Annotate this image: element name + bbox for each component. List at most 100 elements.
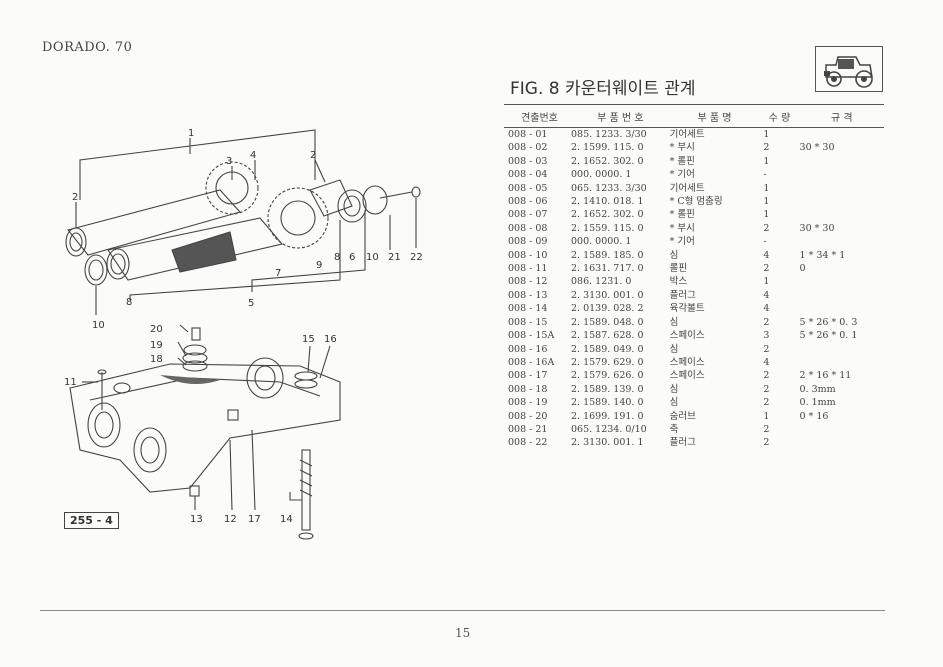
- cell-part-number: 2. 1579. 629. 0: [570, 356, 644, 368]
- cell-ref-number: 008 - 18: [508, 383, 548, 395]
- cell-part-name: * 부시: [669, 222, 695, 234]
- cell-ref-number: 008 - 07: [508, 209, 548, 221]
- callout-label: 11: [64, 377, 77, 388]
- callout-label: 9: [316, 260, 322, 271]
- cell-quantity: 1: [763, 196, 770, 208]
- cell-ref-number: 008 - 02: [508, 142, 548, 154]
- cell-quantity: 2: [763, 263, 770, 275]
- cell-spec: 30 * 30: [799, 142, 835, 154]
- cell-spec: [800, 168, 884, 181]
- cell-part-number: 086. 1231. 0: [570, 276, 632, 288]
- callout-label: 8: [126, 297, 132, 308]
- cell-quantity: 4: [763, 289, 770, 301]
- cell-spec: 0. 3mm: [799, 383, 836, 395]
- cell-part-name: 기어세트: [669, 182, 705, 194]
- cell-quantity: 1: [763, 410, 770, 422]
- cell-quantity: 1: [763, 129, 770, 140]
- table-row: 008 - 05 065. 1233. 3/30 기어세트 1: [504, 182, 884, 195]
- cell-part-number: 2. 1652. 302. 0: [570, 155, 644, 167]
- cell-spec: [800, 275, 884, 288]
- cell-ref-number: 008 - 22: [508, 437, 548, 449]
- callout-label: 3: [226, 156, 232, 167]
- cell-part-name: * 부시: [669, 142, 695, 154]
- cell-quantity: 1: [763, 155, 770, 167]
- cell-quantity: -: [763, 236, 767, 248]
- cell-quantity: 4: [763, 249, 770, 261]
- cell-spec: [800, 302, 884, 315]
- cell-quantity: 2: [763, 437, 770, 449]
- cell-part-number: 2. 1579. 626. 0: [570, 370, 644, 382]
- figure-title: FIG. 8 카운터웨이트 관계: [510, 79, 696, 99]
- callout-label: 18: [150, 354, 163, 365]
- cell-part-name: * 기어: [669, 236, 695, 248]
- cell-ref-number: 008 - 17: [508, 370, 548, 382]
- cell-quantity: 2: [763, 370, 770, 382]
- cell-part-number: 2. 1699. 191. 0: [570, 410, 644, 422]
- cell-quantity: 1: [763, 182, 770, 194]
- cell-quantity: 4: [763, 356, 770, 368]
- cell-spec: [800, 289, 884, 302]
- table-row: 008 - 21 065. 1234. 0/10 축 2: [504, 423, 884, 436]
- cell-ref-number: 008 - 21: [508, 423, 548, 435]
- cell-ref-number: 008 - 14: [508, 303, 548, 315]
- cell-ref-number: 008 - 04: [508, 169, 548, 181]
- cell-part-name: 스페이스: [669, 356, 705, 368]
- cell-spec: [800, 235, 884, 248]
- table-header-row: 견출번호 부 품 번 호 부 품 명 수 량 규 격: [504, 104, 884, 128]
- cell-spec: [800, 208, 884, 221]
- footer-divider: [40, 610, 885, 611]
- cell-quantity: 2: [763, 383, 770, 395]
- cell-ref-number: 008 - 12: [508, 276, 548, 288]
- callout-label: 10: [366, 252, 379, 263]
- cell-ref-number: 008 - 16A: [508, 356, 555, 368]
- callout-label: 5: [248, 298, 254, 309]
- parts-diagram: 1 2 3 4 2 7 9 8 6 10 21 22 8 5 10 20 19 …: [64, 128, 423, 540]
- cell-part-number: 2. 1410. 018. 1: [570, 196, 644, 208]
- cell-part-name: 심: [669, 383, 679, 395]
- cell-spec: 2 * 16 * 11: [799, 370, 852, 382]
- cell-part-name: 플러그: [669, 289, 696, 301]
- cell-ref-number: 008 - 05: [508, 182, 548, 194]
- cell-spec: [800, 436, 884, 449]
- cell-part-number: 2. 1587. 628. 0: [570, 330, 644, 342]
- cell-part-name: 숨러브: [669, 410, 696, 422]
- callout-label: 15: [302, 334, 315, 345]
- cell-part-number: 2. 0139. 028. 2: [570, 303, 644, 315]
- cell-ref-number: 008 - 09: [508, 236, 548, 248]
- cell-spec: 1 * 34 * 1: [799, 249, 846, 261]
- cell-part-number: 2. 3130. 001. 0: [570, 289, 644, 301]
- cell-part-number: 065. 1233. 3/30: [570, 182, 647, 194]
- cell-ref-number: 008 - 20: [508, 410, 548, 422]
- cell-part-name: 심: [669, 249, 679, 261]
- callout-label: 12: [224, 514, 237, 525]
- cell-ref-number: 008 - 15: [508, 316, 548, 328]
- cell-quantity: -: [763, 169, 767, 181]
- cell-part-name: 축: [669, 423, 679, 435]
- callout-label: 2: [310, 150, 316, 161]
- callout-label: 21: [388, 252, 401, 263]
- cell-part-name: * 기어: [669, 169, 695, 181]
- cell-part-number: 065. 1234. 0/10: [570, 423, 647, 435]
- cell-part-name: * 롤핀: [669, 209, 695, 221]
- cell-spec: 0. 1mm: [799, 397, 836, 409]
- table-row: 008 - 16A 2. 1579. 629. 0 스페이스 4: [504, 356, 884, 369]
- cell-quantity: 2: [763, 423, 770, 435]
- callout-label: 8: [334, 252, 340, 263]
- cell-spec: [800, 423, 884, 436]
- cell-part-number: 2. 1631. 717. 0: [570, 263, 644, 275]
- cell-quantity: 4: [763, 303, 770, 315]
- cell-part-name: 스페이스: [669, 330, 705, 342]
